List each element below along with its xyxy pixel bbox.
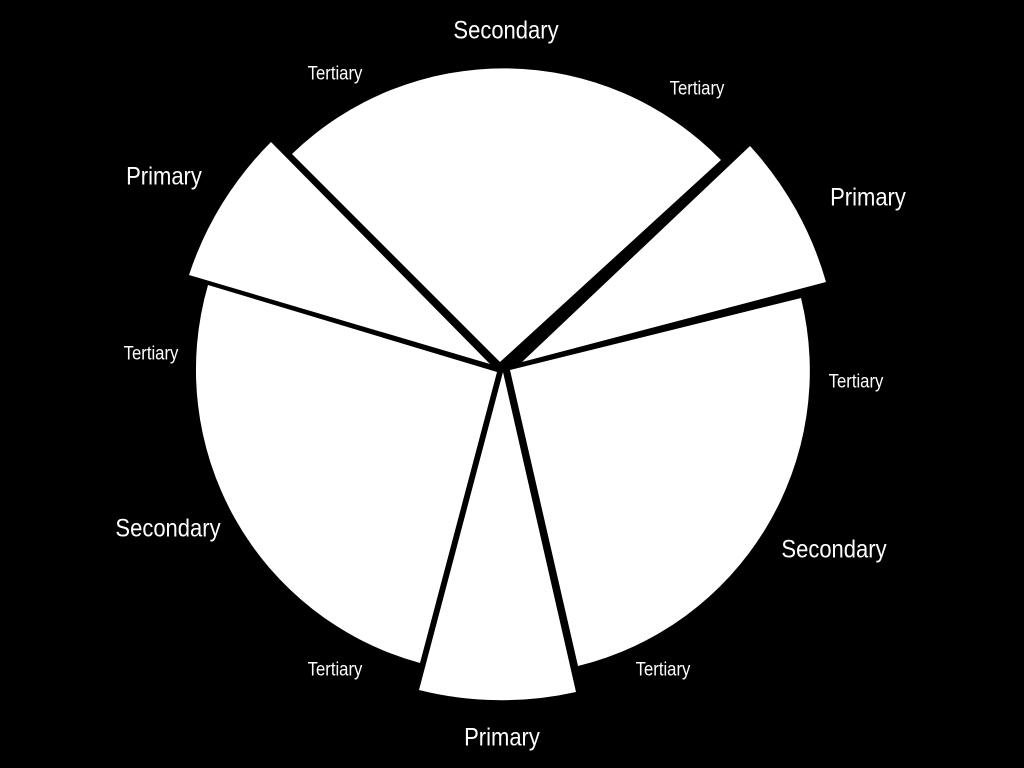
wedge-primary-right — [522, 146, 826, 362]
label-primary-right: Primary — [830, 183, 906, 212]
label-tertiary-bottom-right: Tertiary — [635, 659, 691, 681]
label-secondary-top: Secondary — [453, 16, 559, 45]
label-secondary-left: Secondary — [115, 514, 221, 543]
label-tertiary-top-right: Tertiary — [669, 78, 725, 100]
label-tertiary-left: Tertiary — [123, 343, 179, 365]
wedge-secondary-left — [195, 285, 497, 663]
label-primary-left: Primary — [126, 162, 202, 191]
label-primary-bottom: Primary — [464, 723, 540, 752]
wedge-primary-left — [189, 142, 490, 364]
wedge-secondary-top — [292, 68, 721, 363]
label-secondary-right: Secondary — [781, 535, 887, 564]
label-tertiary-top-left: Tertiary — [307, 63, 363, 85]
label-tertiary-bottom-left: Tertiary — [307, 659, 363, 681]
wedge-primary-bottom — [419, 372, 576, 701]
wedge-secondary-right — [510, 298, 810, 666]
label-tertiary-right: Tertiary — [828, 371, 884, 393]
